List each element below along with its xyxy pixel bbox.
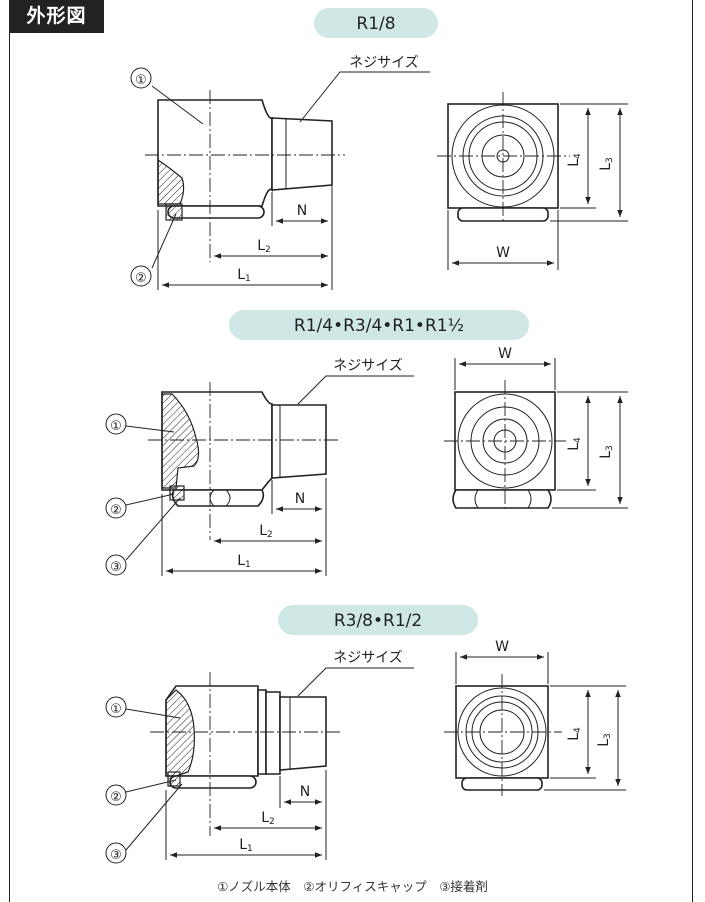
dim-l3: L3 — [598, 157, 615, 171]
dim-w: W — [496, 245, 510, 261]
dim-l1: L1 — [239, 837, 253, 854]
callout-1: ① — [110, 419, 122, 434]
drawing-frame — [9, 0, 693, 902]
dim-l1: L1 — [237, 267, 251, 284]
section-pill — [278, 605, 478, 635]
dim-l4: L4 — [566, 153, 583, 167]
section-r38: R3/8•R1/2 ① ② ③ — [105, 605, 626, 864]
dim-l2: L2 — [257, 238, 271, 255]
section-pill — [229, 310, 529, 340]
section-label: R3/8•R1/2 — [334, 611, 422, 631]
section-label: R1/8 — [356, 14, 395, 34]
parts-legend: ①ノズル本体 ②オリフィスキャップ ③接着剤 — [217, 879, 488, 894]
dim-l4: L4 — [566, 727, 583, 741]
callout-2: ② — [110, 790, 122, 805]
section-r14: R1/4•R3/4•R1•R1½ ① ② ③ — [105, 310, 628, 576]
dim-l3: L3 — [596, 733, 613, 747]
section-r18: R1/8 ① ② ネジサイズ — [130, 8, 628, 290]
thread-size-label: ネジサイズ — [333, 650, 403, 666]
callout-2: ② — [110, 503, 122, 518]
callout-2: ② — [135, 271, 147, 286]
side-view: ① ② ネジサイズ N L2 L1 — [130, 55, 430, 290]
front-view: W L4 L3 — [437, 92, 628, 270]
dim-l2: L2 — [259, 523, 273, 540]
dim-n: N — [295, 491, 305, 507]
section-label: R1/4•R3/4•R1•R1½ — [294, 316, 464, 336]
dim-n: N — [300, 784, 310, 800]
dim-w: W — [498, 346, 512, 362]
section-pill — [314, 8, 438, 38]
side-view: ① ② ③ ネジサイズ N L2 L1 — [105, 358, 414, 576]
thread-size-label: ネジサイズ — [333, 358, 403, 374]
callout-3: ③ — [110, 848, 122, 863]
dim-l2: L2 — [261, 810, 275, 827]
dim-w: W — [495, 639, 509, 655]
front-view: W L4 L3 — [444, 346, 628, 512]
dim-l4: L4 — [566, 437, 583, 451]
front-view: W L4 L3 — [444, 639, 626, 796]
callout-3: ③ — [110, 560, 122, 575]
dim-l3: L3 — [598, 445, 615, 459]
dim-n: N — [297, 203, 307, 219]
page-title: 外形図 — [9, 0, 104, 33]
side-view: ① ② ③ ネジサイズ N L2 L1 — [105, 650, 414, 864]
callout-1: ① — [110, 702, 122, 717]
thread-size-label: ネジサイズ — [349, 55, 419, 71]
dim-l1: L1 — [237, 553, 251, 570]
callout-1: ① — [135, 73, 147, 88]
